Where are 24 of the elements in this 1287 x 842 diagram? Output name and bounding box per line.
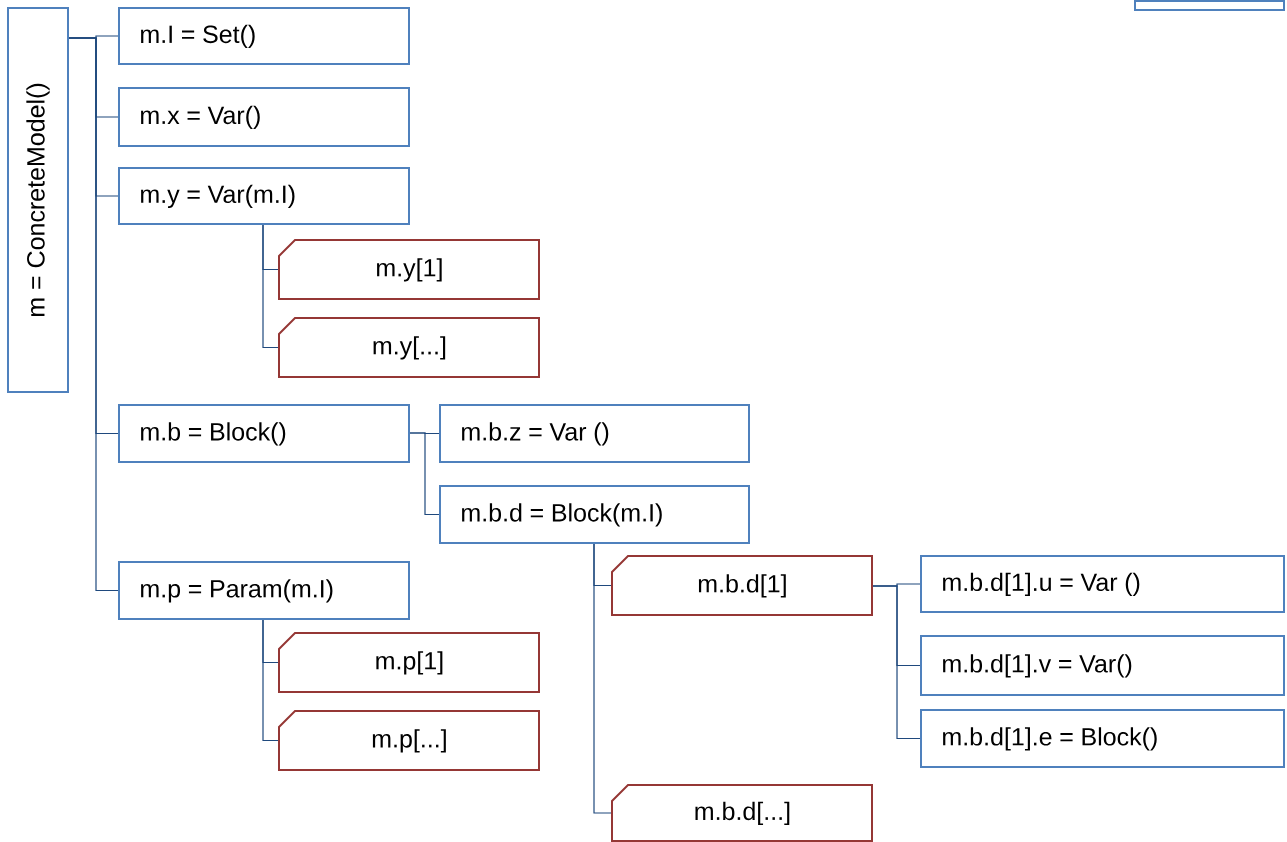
component-box: m.b = Block() <box>118 404 410 463</box>
index-box: m.y[...] <box>278 317 540 378</box>
connector-line <box>262 223 280 349</box>
component-box: m.x = Var() <box>118 87 410 147</box>
empty-box <box>1134 0 1285 11</box>
component-box: m.b.d[1].e = Block() <box>920 709 1285 768</box>
connector-line <box>408 432 441 516</box>
component-box: m.p = Param(m.I) <box>118 561 410 620</box>
component-box: m.b.z = Var () <box>439 404 750 463</box>
connector-line <box>67 37 120 592</box>
index-box: m.p[1] <box>278 632 540 693</box>
component-box: m.b.d[1].u = Var () <box>920 555 1285 613</box>
index-box: m.y[1] <box>278 239 540 300</box>
component-box: m.b.d[1].v = Var() <box>920 635 1285 696</box>
model-box: m = ConcreteModel() <box>7 7 69 393</box>
connector-line <box>262 618 280 742</box>
connector-line <box>593 542 613 814</box>
index-box: m.b.d[...] <box>611 784 873 842</box>
index-box: m.b.d[1] <box>611 555 873 616</box>
component-box: m.I = Set() <box>118 7 410 65</box>
component-box: m.y = Var(m.I) <box>118 167 410 225</box>
connector-line <box>871 585 922 740</box>
component-box: m.b.d = Block(m.I) <box>439 485 750 544</box>
index-box: m.p[...] <box>278 710 540 771</box>
